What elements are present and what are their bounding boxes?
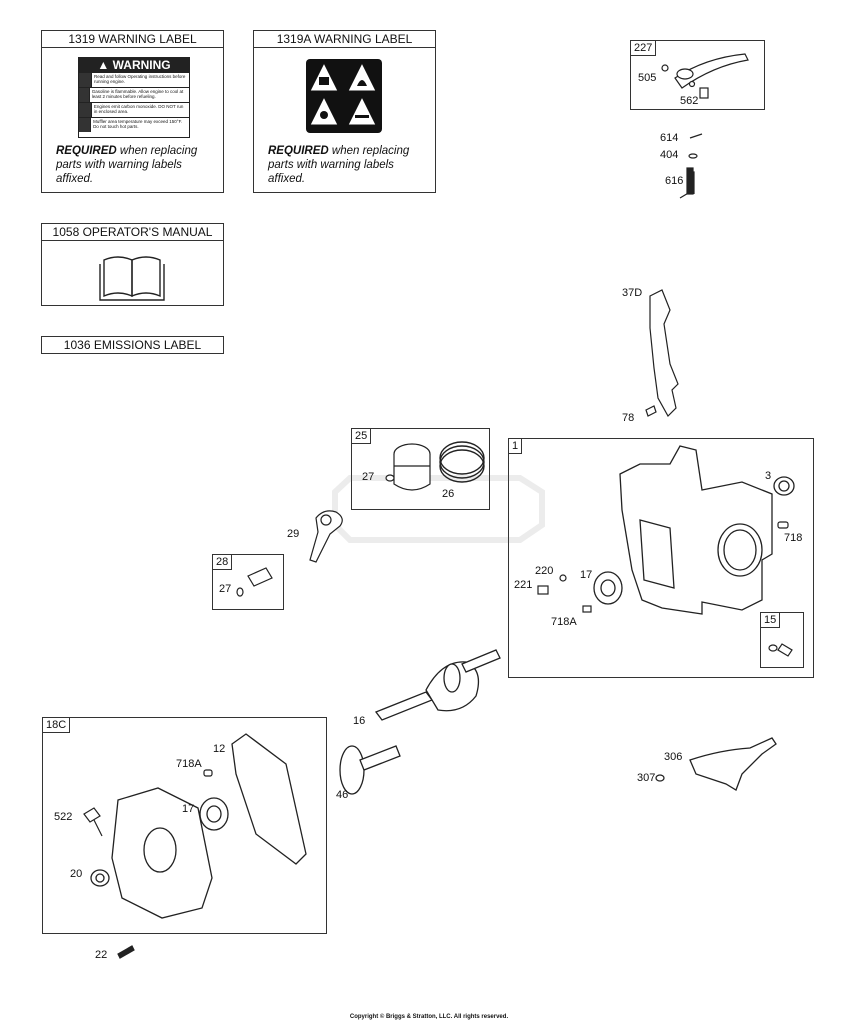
breather-bracket-part (655, 737, 777, 791)
warning-line-3: Engines emit carbon monoxide. DO NOT run… (93, 104, 184, 114)
part-label-20: 20 (70, 868, 83, 880)
copyright-text: Copyright © Briggs & Stratton, LLC. All … (349, 1014, 509, 1020)
part-label-27-pin: 27 (219, 583, 232, 595)
emissions-label-box: 1036 EMISSIONS LABEL (41, 336, 224, 354)
group-1-tag: 1 (508, 438, 523, 454)
part-label-22: 22 (95, 949, 108, 961)
camshaft-part (339, 745, 401, 795)
required-note-1319: REQUIRED when replacing parts with warni… (56, 145, 198, 185)
dowel-pin-part (777, 521, 789, 529)
warning-label-1319-title: 1319 WARNING LABEL (42, 31, 223, 48)
warning-label-1319a-box: 1319A WARNING LABEL REQUIRED when replac… (253, 30, 436, 193)
part-label-616: 616 (665, 175, 684, 187)
part-label-221: 221 (514, 579, 533, 591)
warning-line-2: Gasoline is flammable. Allow engine to c… (91, 89, 184, 99)
hot-surface-icon (79, 118, 92, 132)
book-icon (99, 256, 165, 301)
group-18c-tag: 18C (42, 717, 71, 733)
part-label-522: 522 (54, 811, 73, 823)
group-28-tag: 28 (212, 554, 233, 570)
part-label-404: 404 (660, 149, 679, 161)
cover-seal-part (90, 869, 110, 887)
part-label-718a-cover: 718A (176, 758, 202, 770)
small-bolt-parts (537, 574, 793, 657)
cylinder-block-part (619, 445, 773, 615)
warning-card-header: ▲ WARNING (79, 58, 189, 72)
operators-manual-title: 1058 OPERATOR'S MANUAL (42, 224, 223, 241)
group-15-tag: 15 (760, 612, 781, 628)
crankcase-cover-part (111, 787, 213, 919)
warning-label-1319a-title: 1319A WARNING LABEL (254, 31, 435, 48)
part-label-562: 562 (680, 95, 699, 107)
warning-line-4: Muffler area temperature may exceed 150°… (93, 119, 183, 129)
part-label-27-piston: 27 (362, 471, 375, 483)
part-label-17-block: 17 (580, 569, 593, 581)
part-label-37d: 37D (622, 287, 643, 299)
crankshaft-part (374, 649, 501, 721)
hazard-symbols-icon (306, 59, 382, 133)
oil-seal-part (773, 476, 795, 496)
part-label-306: 306 (664, 751, 683, 763)
connecting-rod-part (309, 510, 343, 563)
piston-part (385, 443, 431, 491)
part-label-718: 718 (784, 532, 803, 544)
dipstick-part (83, 807, 103, 837)
gasket-part (231, 733, 307, 865)
fire-icon (79, 88, 90, 102)
part-label-505: 505 (638, 72, 657, 84)
ground-wire-part (661, 53, 749, 99)
bearing-part (593, 571, 623, 605)
operators-manual-box: 1058 OPERATOR'S MANUAL (41, 223, 224, 306)
warning-card: ▲ WARNING Read and follow Operating inst… (78, 57, 190, 138)
part-label-307: 307 (637, 772, 656, 784)
cover-bearing-part (199, 797, 229, 831)
part-label-17-cover: 17 (182, 803, 195, 815)
dowel-pin-cover-part (203, 769, 213, 777)
part-label-16: 16 (353, 715, 366, 727)
warning-line-1: Read and follow Operating instructions b… (94, 74, 186, 84)
part-label-12: 12 (213, 743, 226, 755)
part-label-220: 220 (535, 565, 554, 577)
required-note-1319a: REQUIRED when replacing parts with warni… (268, 145, 410, 185)
piston-rings-part (439, 441, 485, 483)
part-label-29: 29 (287, 528, 300, 540)
part-label-26: 26 (442, 488, 455, 500)
manual-icon (79, 73, 93, 87)
watermark-logo (332, 475, 545, 543)
warning-label-1319-box: 1319 WARNING LABEL ▲ WARNING Read and fo… (41, 30, 224, 193)
fumes-icon (79, 103, 92, 117)
part-label-46: 46 (336, 789, 349, 801)
cover-bolt-part (117, 945, 135, 959)
throttle-link-parts (679, 133, 703, 199)
group-227-tag: 227 (630, 40, 657, 56)
part-label-78: 78 (622, 412, 635, 424)
part-label-718a-block: 718A (551, 616, 577, 628)
air-guide-bracket-part (645, 289, 679, 417)
part-label-614: 614 (660, 132, 679, 144)
group-25-tag: 25 (351, 428, 372, 444)
part-label-3: 3 (765, 470, 772, 482)
wrist-pin-part (236, 567, 273, 597)
emissions-label-title: 1036 EMISSIONS LABEL (63, 338, 202, 352)
